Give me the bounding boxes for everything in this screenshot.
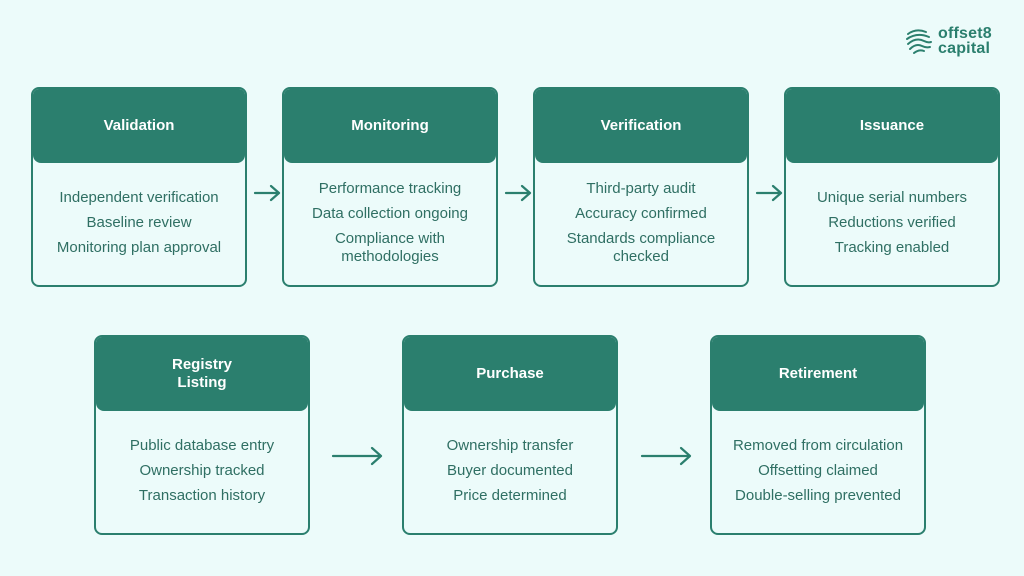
arrow-right-icon [755, 184, 783, 202]
step-items: Removed from circulation Offsetting clai… [712, 411, 924, 531]
step-item: Ownership transfer [446, 437, 574, 454]
step-items: Independent verification Baseline review… [33, 163, 245, 283]
step-card-verification: Verification Third-party audit Accuracy … [533, 87, 749, 287]
arrow-right-icon [253, 184, 281, 202]
step-item: Public database entry [129, 437, 275, 454]
arrow-right-icon [331, 446, 383, 466]
step-title: Monitoring [284, 89, 496, 163]
brand-line-2: capital [938, 40, 991, 57]
step-card-registry-listing: Registry Listing Public database entry O… [94, 335, 310, 535]
step-items: Third-party audit Accuracy confirmed Sta… [535, 163, 747, 283]
step-item: Tracking enabled [834, 239, 950, 256]
step-item: Third-party audit [586, 180, 696, 197]
step-item: Price determined [453, 487, 567, 504]
arrow-right-icon [640, 446, 692, 466]
step-title: Issuance [786, 89, 998, 163]
step-title: Retirement [712, 337, 924, 411]
step-title: Purchase [404, 337, 616, 411]
step-item: Independent verification [59, 189, 219, 206]
step-card-purchase: Purchase Ownership transfer Buyer docume… [402, 335, 618, 535]
step-item: Double-selling prevented [735, 487, 901, 504]
arrow-right-icon [504, 184, 532, 202]
step-item: Offsetting claimed [758, 462, 878, 479]
step-title: Verification [535, 89, 747, 163]
step-item: Unique serial numbers [816, 189, 968, 206]
step-item: Compliance with methodologies [334, 230, 446, 265]
step-item: Data collection ongoing [312, 205, 468, 222]
step-item: Ownership tracked [139, 462, 265, 479]
step-item: Accuracy confirmed [575, 205, 707, 222]
fingerprint-logo-icon [906, 29, 932, 54]
step-card-retirement: Retirement Removed from circulation Offs… [710, 335, 926, 535]
brand-name: offset8 capital [938, 25, 992, 57]
step-card-issuance: Issuance Unique serial numbers Reduction… [784, 87, 1000, 287]
step-item: Performance tracking [318, 180, 462, 197]
step-title: Registry Listing [96, 337, 308, 411]
brand-logo: offset8 capital [904, 25, 992, 57]
step-item: Removed from circulation [732, 437, 904, 454]
step-items: Performance tracking Data collection ong… [284, 163, 496, 283]
step-item: Standards compliance checked [566, 230, 716, 265]
step-items: Unique serial numbers Reductions verifie… [786, 163, 998, 283]
step-item: Transaction history [138, 487, 266, 504]
step-title: Validation [33, 89, 245, 163]
step-item: Baseline review [86, 214, 192, 231]
step-item: Buyer documented [447, 462, 573, 479]
step-items: Public database entry Ownership tracked … [96, 411, 308, 531]
brand-line-1: offset8 [938, 25, 992, 42]
step-card-validation: Validation Independent verification Base… [31, 87, 247, 287]
step-item: Reductions verified [828, 214, 956, 231]
step-card-monitoring: Monitoring Performance tracking Data col… [282, 87, 498, 287]
step-item: Monitoring plan approval [56, 239, 222, 256]
step-items: Ownership transfer Buyer documented Pric… [404, 411, 616, 531]
